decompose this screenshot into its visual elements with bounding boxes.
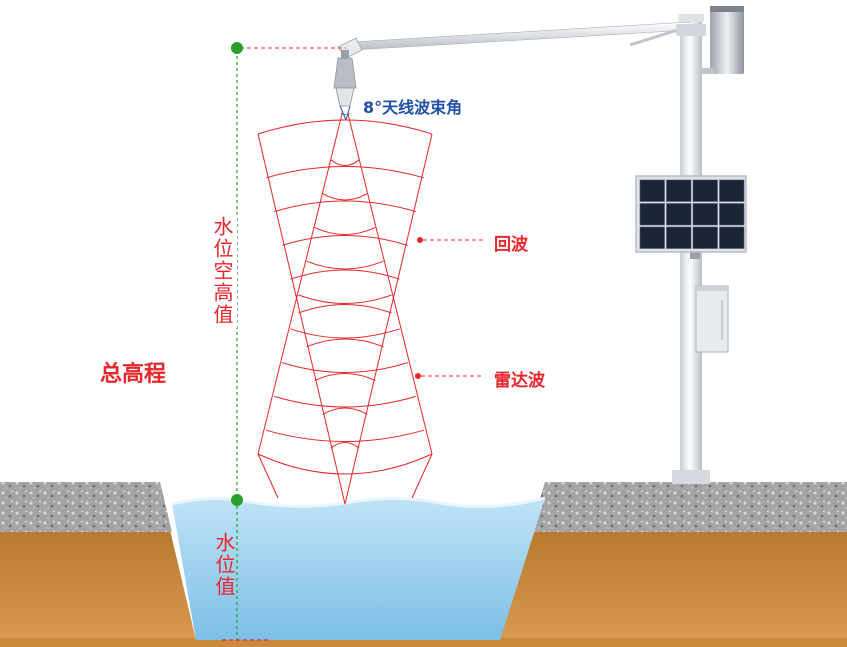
water-surface-point (231, 494, 243, 506)
radar-wave-label: 雷达波 (494, 371, 545, 391)
water-body (172, 498, 545, 640)
water-level-label: 水位值 (212, 532, 236, 598)
total-elevation-label: 总高程 (100, 362, 167, 387)
beam-angle-label: 8°天线波束角 (363, 98, 463, 117)
radar-sensor-icon (333, 50, 357, 121)
monitoring-pole (337, 6, 747, 484)
rain-gauge-icon (702, 6, 744, 74)
callout-leaders (415, 237, 484, 379)
control-box-icon (695, 285, 729, 353)
gravel-left (0, 482, 172, 532)
arm-clamp (676, 24, 706, 36)
pole-cap (678, 14, 704, 22)
radar-wave-fans (257, 113, 433, 505)
pole-base (672, 470, 710, 484)
solar-panel-icon (635, 175, 747, 259)
beam-angle-marker (339, 105, 351, 121)
echo-label: 回波 (494, 235, 528, 255)
arm-brace (629, 26, 685, 47)
top-point (231, 42, 243, 54)
ground (0, 482, 847, 647)
soil-left (0, 530, 196, 640)
gravel-right (530, 482, 847, 532)
measurement-guides (222, 42, 346, 641)
cantilever-arm (351, 21, 691, 51)
soil-bottom (0, 638, 847, 647)
soil-right (500, 530, 847, 640)
air-height-label: 水位空高值 (208, 214, 237, 328)
